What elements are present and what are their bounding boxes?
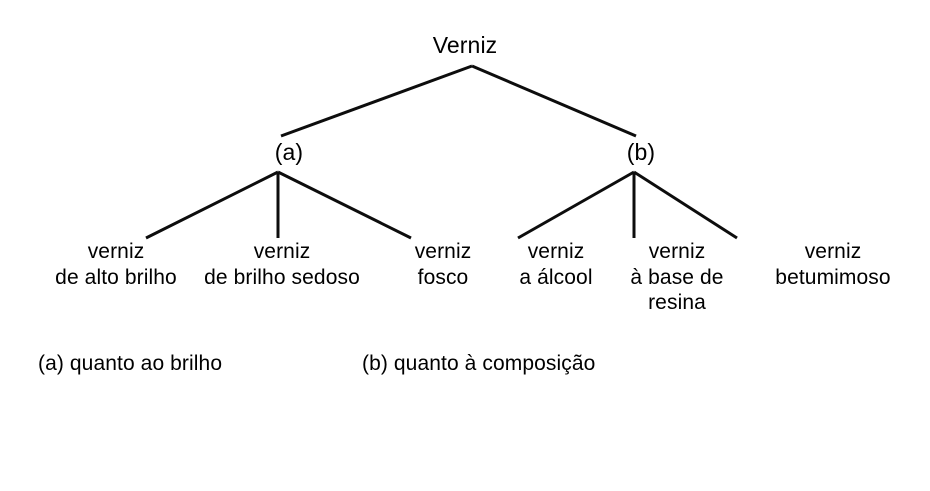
legend-item-b-text: (b) quanto à composição [362, 352, 596, 375]
node-leaf-verniz-a-alcool: verniz a álcool [496, 239, 616, 290]
node-branch-a: (a) [239, 138, 339, 166]
leaf-line-2: fosco [417, 265, 469, 289]
leaf-line-2: de alto brilho [55, 265, 177, 289]
node-leaf-verniz-fosco: verniz fosco [383, 239, 503, 290]
legend-item-a-text: (a) quanto ao brilho [38, 352, 223, 375]
connector-a-to-leaf-2 [277, 170, 412, 240]
leaf-line-1: verniz [648, 240, 706, 263]
connector-root-to-b [471, 64, 637, 138]
leaf-line-1: verniz [804, 240, 862, 263]
node-leaf-verniz-a-base-de-resina: verniz à base de resina [607, 239, 747, 316]
node-branch-a-label: (a) [274, 139, 304, 165]
connector-b-to-leaf-5 [633, 170, 738, 240]
node-root-label: Verniz [432, 32, 498, 58]
node-branch-b-label: (b) [626, 139, 656, 165]
leaf-line-2: a álcool [519, 265, 593, 289]
leaf-line-1: verniz [253, 240, 311, 263]
leaf-line-1: verniz [527, 240, 585, 263]
connector-b-to-leaf-3 [517, 170, 635, 240]
node-leaf-verniz-betumimoso: verniz betumimoso [743, 239, 923, 290]
connector-a-to-leaf-0 [145, 170, 279, 240]
legend-item-b: (b) quanto à composição [362, 352, 595, 376]
node-leaf-verniz-de-alto-brilho: verniz de alto brilho [26, 239, 206, 290]
legend-item-a: (a) quanto ao brilho [38, 352, 222, 376]
leaf-line-2: de brilho sedoso [204, 265, 360, 289]
leaf-line-1: verniz [414, 240, 472, 263]
node-leaf-verniz-de-brilho-sedoso: verniz de brilho sedoso [182, 239, 382, 290]
node-root-verniz: Verniz [0, 31, 930, 59]
node-branch-b: (b) [591, 138, 691, 166]
connector-root-to-a [280, 64, 473, 138]
leaf-line-2: à base de [630, 265, 724, 289]
leaf-line-1: verniz [87, 240, 145, 263]
leaf-line-2: betumimoso [775, 265, 891, 289]
leaf-line-3: resina [648, 291, 706, 315]
